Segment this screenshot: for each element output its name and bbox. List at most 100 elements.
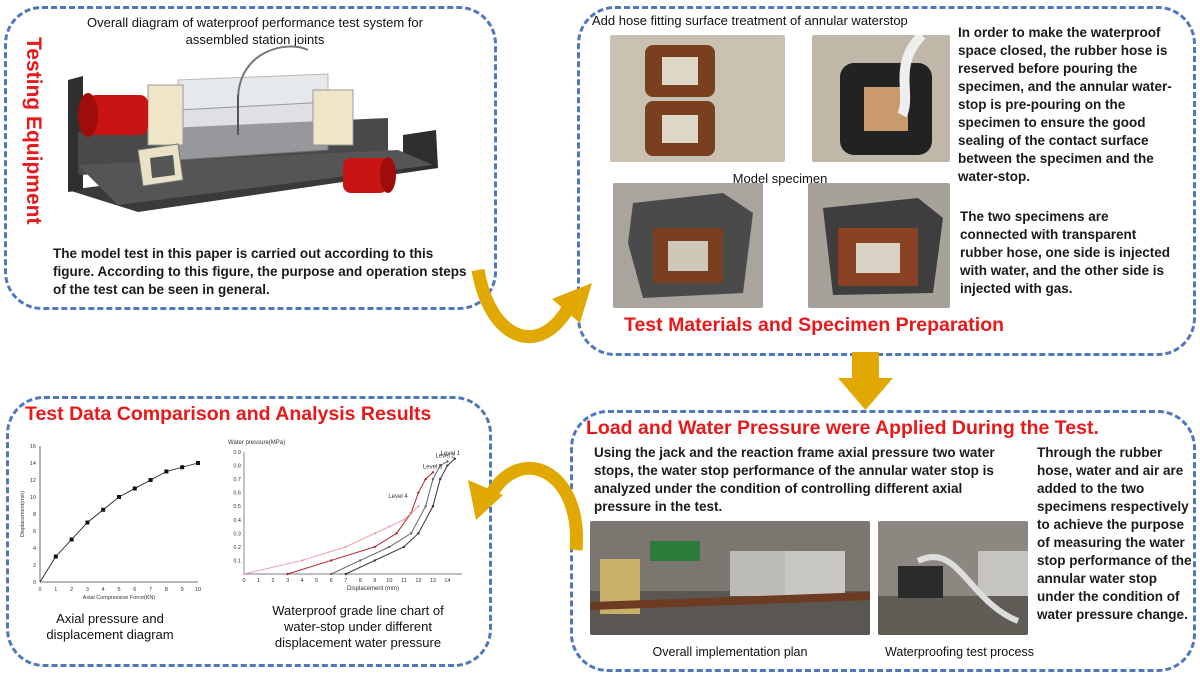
x-tick-label: 8: [165, 587, 168, 593]
y-tick-label: 0.6: [233, 491, 241, 497]
y-axis-label: Water pressure(MPa): [228, 440, 285, 446]
y-axis-label: Displacement(mm): [20, 491, 26, 537]
x-tick-label: 10: [195, 587, 201, 593]
analysis-title: Test Data Comparison and Analysis Result…: [25, 403, 432, 425]
data-point: [409, 532, 413, 535]
curved-arrow-left-icon: [468, 462, 583, 551]
x-tick-label: 9: [373, 578, 376, 584]
data-point: [439, 477, 442, 481]
data-point: [439, 464, 442, 467]
specimen-photo-1: [613, 183, 763, 308]
x-axis-label: Displacement (mm): [347, 586, 399, 592]
data-point: [395, 532, 398, 535]
waterproofing-process-photo: [878, 521, 1028, 635]
x-tick-label: 5: [117, 587, 120, 593]
x-tick-label: 10: [386, 578, 392, 584]
y-tick-label: 8: [33, 512, 36, 518]
y-tick-label: 4: [33, 546, 36, 552]
y-tick-label: 0.1: [233, 558, 241, 564]
data-point: [424, 505, 427, 508]
data-point: [69, 537, 74, 542]
x-tick-label: 3: [286, 578, 289, 584]
y-tick-label: 0.8: [233, 464, 241, 470]
data-point: [330, 559, 333, 562]
y-tick-label: 14: [30, 461, 36, 467]
data-point: [344, 572, 347, 576]
load-text-1: Using the jack and the reaction frame ax…: [594, 445, 995, 514]
materials-text-2: The two specimens are connected with tra…: [960, 209, 1171, 296]
equipment-diagram-caption: Overall diagram of waterproof performanc…: [87, 15, 423, 47]
data-point: [117, 495, 121, 499]
x-tick-label: 5: [315, 578, 318, 584]
implementation-photo: [590, 521, 870, 635]
data-point: [373, 545, 376, 549]
x-tick-label: 6: [133, 587, 136, 593]
data-point: [417, 491, 420, 494]
x-tick-label: 8: [359, 578, 362, 584]
x-tick-label: 11: [401, 578, 407, 584]
load-text-2: Through the rubber hose, water and air a…: [1037, 445, 1192, 622]
x-tick-label: 14: [444, 578, 450, 584]
y-tick-label: 12: [30, 478, 36, 484]
data-point: [373, 559, 376, 562]
data-point: [344, 545, 347, 549]
x-tick-label: 2: [272, 578, 275, 584]
y-tick-label: 10: [30, 495, 36, 501]
x-tick-label: 0: [242, 578, 245, 584]
implementation-caption: Overall implementation plan: [652, 645, 808, 659]
x-axis-label: Axial Compressive Force(KN): [83, 595, 156, 601]
specimen-photo-2: [808, 183, 950, 308]
series-label: Level 3: [423, 464, 443, 470]
series-line: [345, 458, 456, 575]
y-tick-label: 16: [30, 444, 36, 450]
materials-title: Test Materials and Specimen Preparation: [624, 314, 1005, 336]
x-tick-label: 13: [430, 578, 436, 584]
y-tick-label: 0.4: [233, 518, 241, 524]
data-point: [330, 572, 333, 576]
materials-text-1: In order to make the waterproof space cl…: [958, 25, 1172, 184]
x-tick-label: 1: [54, 587, 57, 593]
grade-chart-caption: Waterproof grade line chart of water-sto…: [272, 603, 444, 650]
y-tick-label: 0: [33, 580, 36, 586]
waterproofing-caption: Waterproofing test process: [885, 645, 1034, 659]
data-point: [417, 532, 420, 535]
data-point: [402, 545, 406, 549]
series-label: Level 2: [435, 453, 455, 459]
series-line: [330, 461, 448, 575]
data-point: [453, 457, 456, 460]
waterstop-photo-1: [610, 35, 785, 162]
x-tick-label: 2: [70, 587, 73, 593]
y-tick-label: 6: [33, 529, 36, 535]
x-tick-label: 3: [86, 587, 89, 593]
y-tick-label: 0.2: [233, 545, 241, 551]
series-line: [287, 471, 434, 575]
x-tick-label: 7: [149, 587, 152, 593]
y-tick-label: 0.5: [233, 504, 241, 510]
data-point: [424, 477, 427, 481]
data-point: [388, 545, 391, 549]
data-point: [373, 532, 376, 535]
testing-equipment-title: Testing Equipment: [22, 37, 45, 225]
x-tick-label: 1: [257, 578, 260, 584]
data-point: [196, 461, 200, 465]
x-tick-label: 7: [344, 578, 347, 584]
data-point: [431, 477, 435, 481]
x-tick-label: 12: [415, 578, 421, 584]
data-point: [431, 505, 435, 508]
data-point: [431, 471, 435, 474]
x-tick-label: 9: [181, 587, 184, 593]
waterstop-photo-2: [812, 35, 950, 162]
down-arrow-icon: [838, 352, 893, 410]
model-specimen-label: Model specimen: [732, 171, 828, 186]
y-tick-label: 0.9: [233, 450, 241, 456]
data-point: [286, 572, 289, 576]
data-point: [148, 478, 153, 482]
y-tick-label: 0.3: [233, 531, 241, 537]
series-line: [39, 462, 199, 583]
x-tick-label: 4: [301, 578, 304, 584]
data-point: [132, 486, 137, 491]
data-point: [417, 505, 420, 508]
data-point: [85, 520, 90, 525]
